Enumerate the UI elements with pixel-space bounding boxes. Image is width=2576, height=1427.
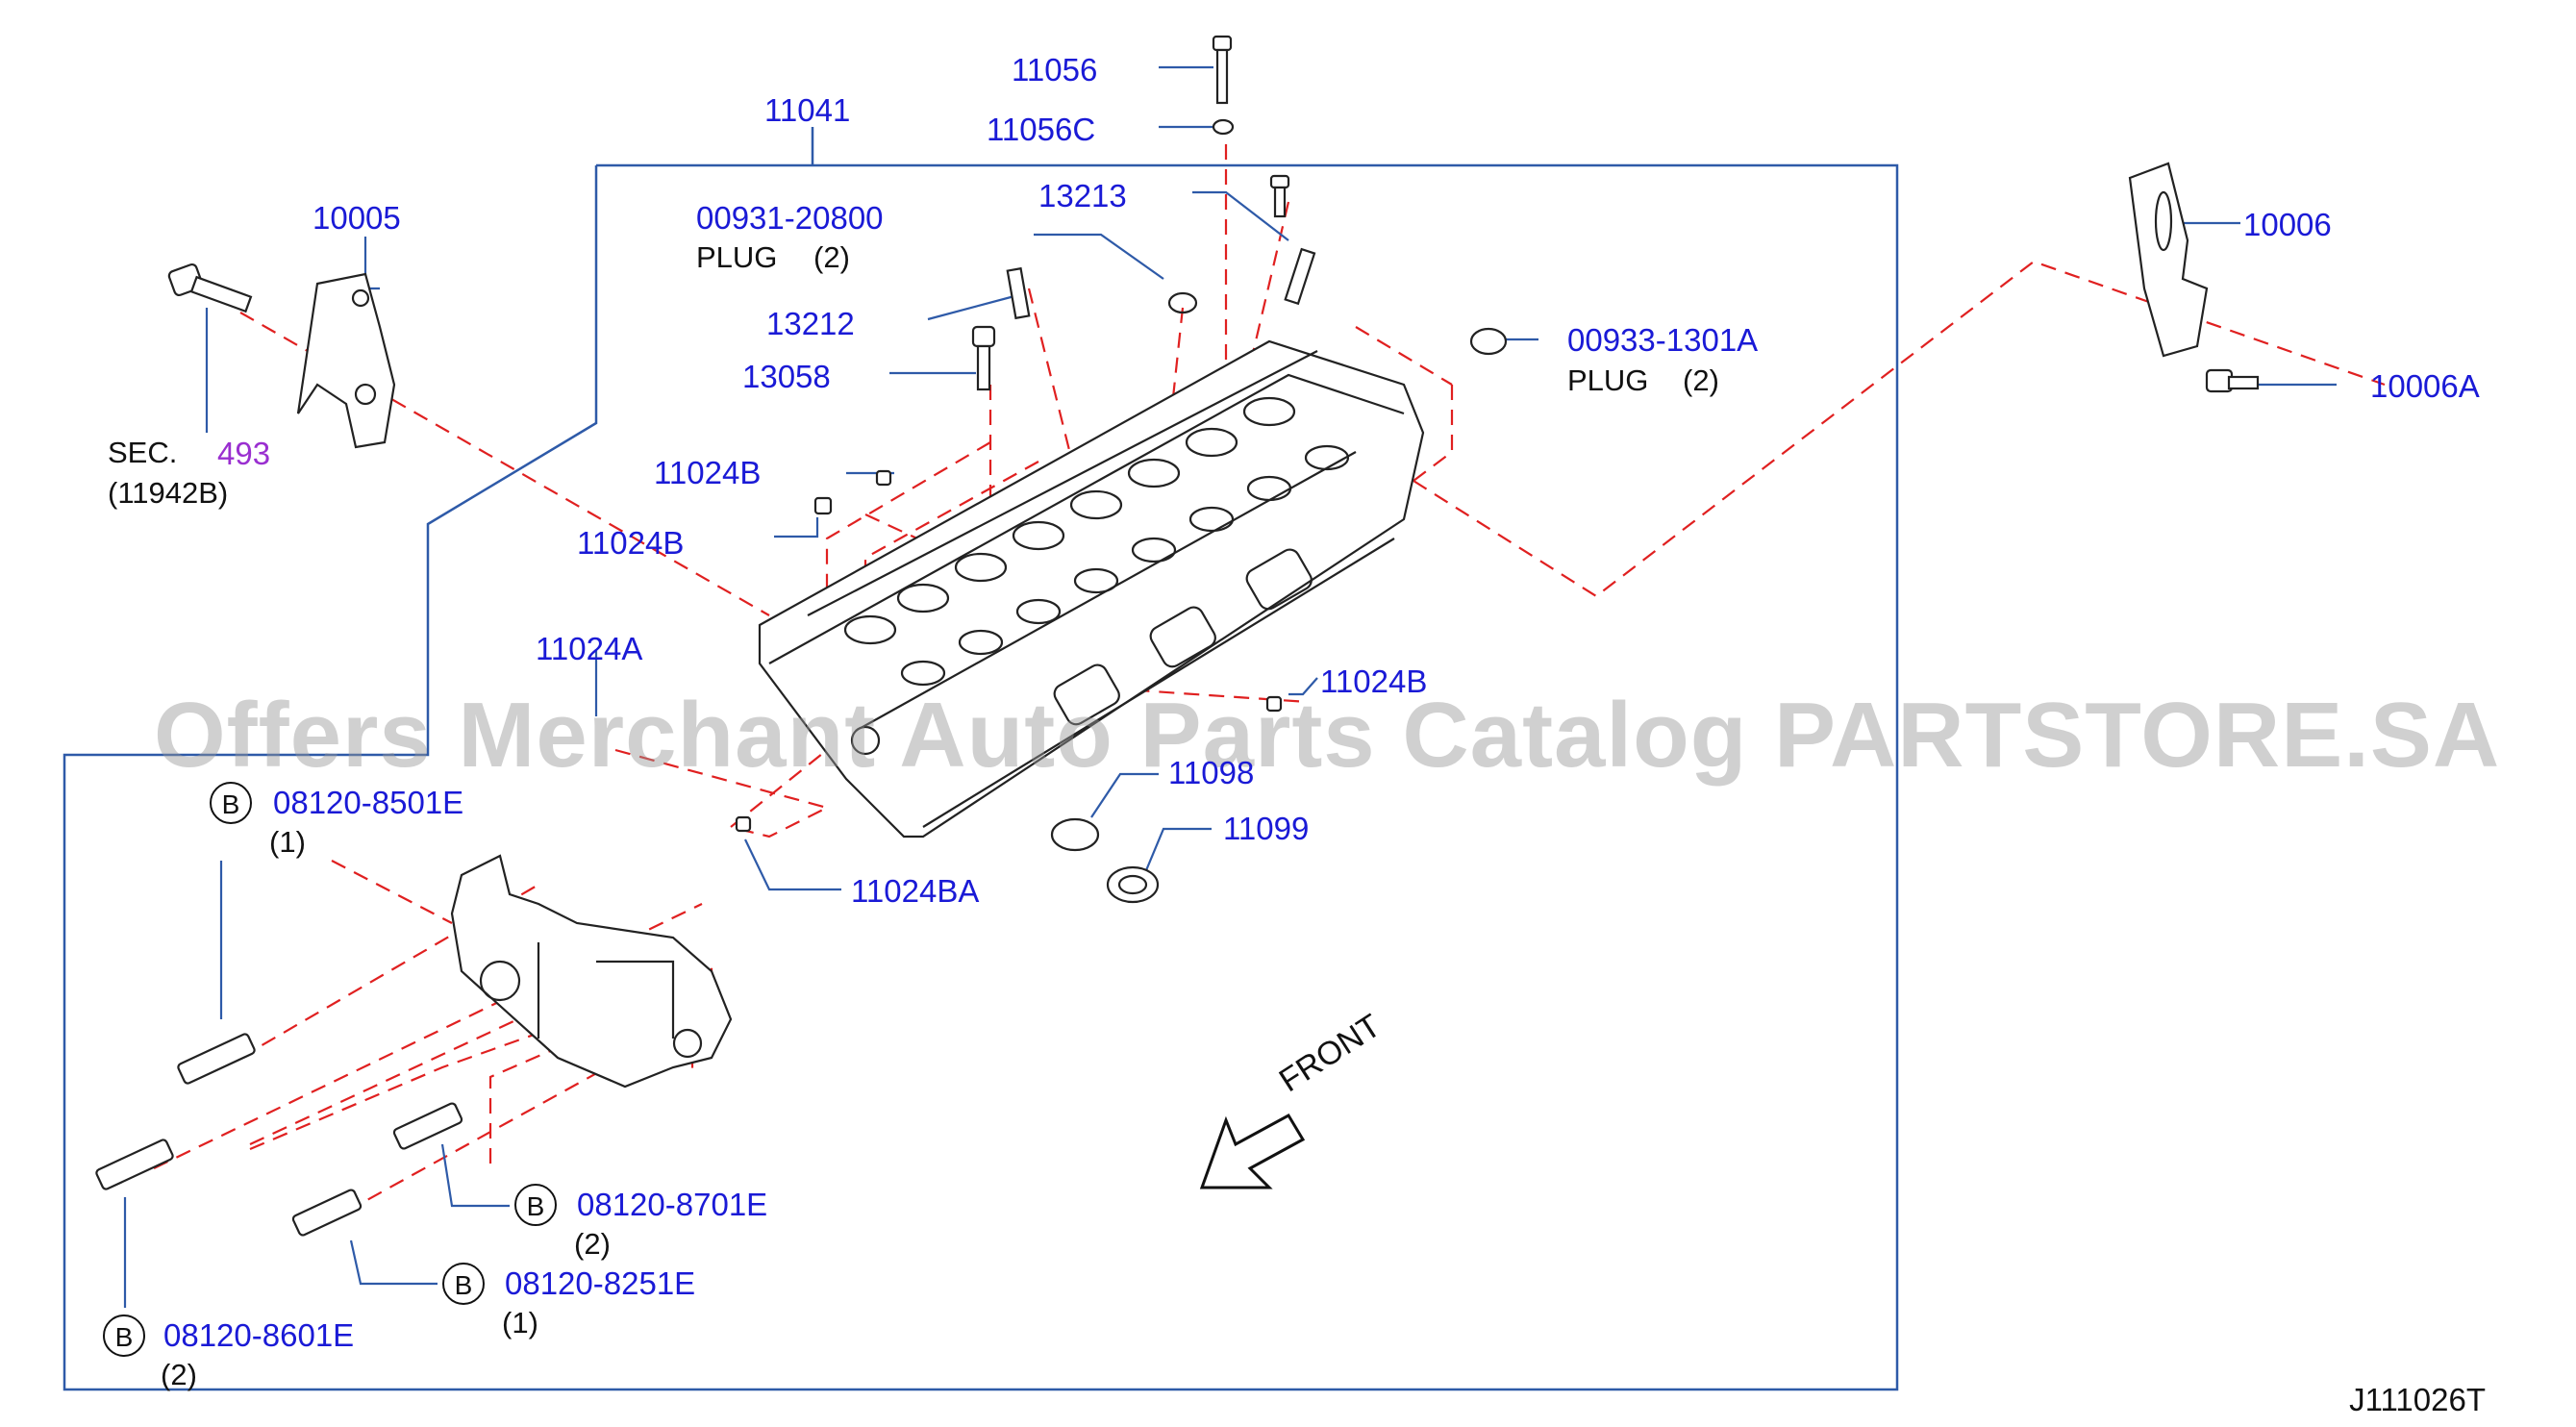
part-label-11056[interactable]: 11056 [1012, 52, 1098, 88]
bolt-qty-8501E: (1) [269, 825, 306, 859]
plug-label-2: PLUG [1567, 363, 1649, 397]
part-label-11056C[interactable]: 11056C [987, 112, 1096, 147]
bolt-qty-8251E: (1) [502, 1306, 538, 1339]
part-label-11024B-middle[interactable]: 11024B [577, 525, 685, 561]
part-label-11024BA[interactable]: 11024BA [851, 873, 980, 909]
lower-bracket-drawing [450, 854, 733, 1089]
section-ref-prefix: SEC. [108, 436, 178, 469]
part-label-13058[interactable]: 13058 [742, 359, 831, 394]
part-label-08120-8251E[interactable]: 08120-8251E [505, 1265, 696, 1301]
plug-qty-1: (2) [813, 240, 850, 274]
bolt-qty-8701E: (2) [574, 1227, 611, 1261]
part-label-11024B-upper[interactable]: 11024B [654, 455, 762, 490]
assembly-frame [63, 163, 1899, 1391]
part-label-11099[interactable]: 11099 [1223, 811, 1310, 846]
diagram-code: J111026T [2349, 1382, 2486, 1417]
front-arrow-icon [1199, 1113, 1306, 1189]
part-label-11041[interactable]: 11041 [764, 92, 851, 128]
section-ref-number[interactable]: 493 [217, 436, 271, 471]
bolt-marker-b-2: B [514, 1184, 557, 1226]
plug-qty-2: (2) [1683, 363, 1719, 397]
bolt-marker-b-4: B [103, 1314, 145, 1357]
leader-lines [123, 65, 2337, 1308]
plug-label-1: PLUG [696, 240, 778, 274]
part-label-08120-8601E[interactable]: 08120-8601E [163, 1317, 355, 1353]
watermark-text: Offers Merchant Auto Parts Catalog PARTS… [154, 684, 2501, 787]
part-label-08120-8701E[interactable]: 08120-8701E [577, 1187, 768, 1222]
fasteners-drawing [95, 35, 2260, 1237]
part-label-11098[interactable]: 11098 [1168, 755, 1255, 790]
part-label-11024B-right[interactable]: 11024B [1320, 663, 1428, 699]
dashed-guide-lines [153, 144, 2386, 1213]
bolt-marker-b-1: B [210, 782, 252, 824]
part-label-10006A[interactable]: 10006A [2370, 368, 2480, 404]
part-label-10006[interactable]: 10006 [2243, 207, 2332, 242]
bolt-marker-b-3: B [442, 1263, 485, 1305]
part-label-00931-20800[interactable]: 00931-20800 [696, 200, 884, 236]
part-label-13212[interactable]: 13212 [766, 306, 855, 341]
part-label-13213[interactable]: 13213 [1038, 178, 1127, 213]
bolt-qty-8601E: (2) [161, 1358, 197, 1391]
part-label-10005[interactable]: 10005 [313, 200, 401, 236]
section-ref-part: (11942B) [108, 476, 229, 510]
cylinder-head-drawing [758, 339, 1425, 839]
part-label-08120-8501E[interactable]: 08120-8501E [273, 785, 464, 820]
part-label-00933-1301A[interactable]: 00933-1301A [1567, 322, 1759, 358]
part-label-11024A[interactable]: 11024A [536, 631, 643, 666]
